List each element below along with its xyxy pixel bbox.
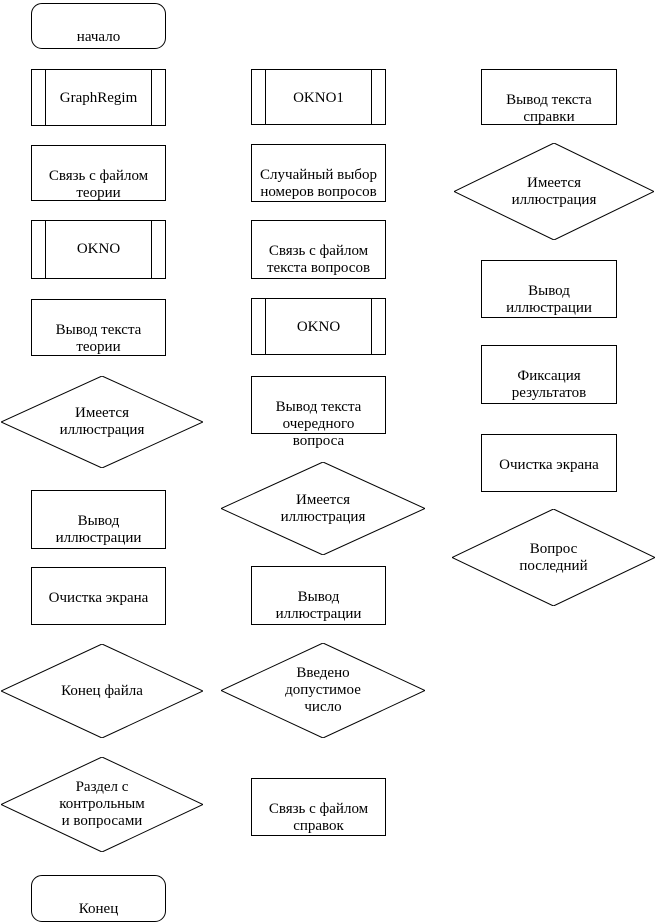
decision-diamond-outline [221,643,425,738]
node-label: Вывод текста справки [506,92,592,125]
decision-diamond-outline [452,509,655,606]
node-has-illustration-question: Имеется иллюстрация [221,462,425,555]
node-label: Имеется иллюстрация [280,491,366,525]
decision-diamond-outline [1,644,203,738]
node-label: Вывод иллюстрации [506,283,592,316]
node-output-illustration-theory: Вывод иллюстрации [31,490,166,549]
node-label: Вывод текста теории [55,322,142,355]
node-label: Фиксация результатов [511,368,587,401]
node-label: Случайный выбор номеров вопросов [260,167,377,200]
node-link-questions-text-file: Связь с файлом текста вопросов [251,220,386,279]
node-label: Связь с файлом справок [268,801,369,834]
node-okno-predefined-middle: OKNO [251,298,386,355]
node-label: Очистка экрана [48,590,149,606]
node-has-illustration-theory: Имеется иллюстрация [1,376,203,468]
node-graphregim-predefined: GraphRegim [31,69,166,126]
decision-diamond-outline [1,376,203,468]
node-valid-number-entered-decision: Введено допустимое число [221,643,425,738]
node-label: Очистка экрана [499,457,599,473]
node-label: Связь с файлом теории [48,168,149,201]
node-okno-predefined-left: OKNO [31,220,166,279]
node-label: Связь с файлом текста вопросов [266,243,371,276]
node-start-terminator: начало [31,3,166,49]
node-label: OKNO1 [293,90,344,106]
node-label: Вывод иллюстрации [275,589,362,622]
node-section-with-control-questions-decision: Раздел с контрольным и вопросами [1,757,203,852]
node-label: Введено допустимое число [285,665,361,715]
node-random-question-numbers: Случайный выбор номеров вопросов [251,144,386,202]
node-label: Имеется иллюстрация [511,174,597,208]
node-label: Вывод текста очередного вопроса [275,399,362,449]
node-label: Имеется иллюстрация [59,405,145,438]
node-record-results: Фиксация результатов [481,345,617,404]
decision-diamond-outline [1,757,203,852]
node-link-theory-file: Связь с файлом теории [31,145,166,201]
node-label: Вопрос последний [519,540,588,574]
node-end-of-file-decision: Конец файла [1,644,203,738]
node-label: Конец файла [61,682,143,699]
node-output-help-text: Вывод текста справки [481,69,617,125]
node-label: Конец [78,901,119,917]
decision-diamond-outline [221,462,425,555]
node-output-illustration-question: Вывод иллюстрации [251,566,386,625]
node-clear-screen-theory: Очистка экрана [31,567,166,625]
node-output-illustration-help: Вывод иллюстрации [481,260,617,318]
decision-diamond-outline [454,143,654,240]
node-output-next-question-text: Вывод текста очередного вопроса [251,376,386,449]
node-has-illustration-help: Имеется иллюстрация [454,143,654,240]
node-label: Раздел с контрольным и вопросами [59,779,145,829]
node-label: GraphRegim [59,90,138,106]
node-label: начало [76,29,121,45]
node-label: OKNO [76,241,121,257]
node-output-theory-text: Вывод текста теории [31,299,166,356]
node-okno1-predefined: OKNO1 [251,69,386,125]
node-end-terminator: Конец [31,875,166,922]
node-label: OKNO [296,319,341,335]
node-label: Вывод иллюстрации [55,513,142,546]
node-link-help-file: Связь с файлом справок [251,778,386,836]
node-clear-screen-help: Очистка экрана [481,434,617,492]
node-question-is-last-decision: Вопрос последний [452,509,655,606]
